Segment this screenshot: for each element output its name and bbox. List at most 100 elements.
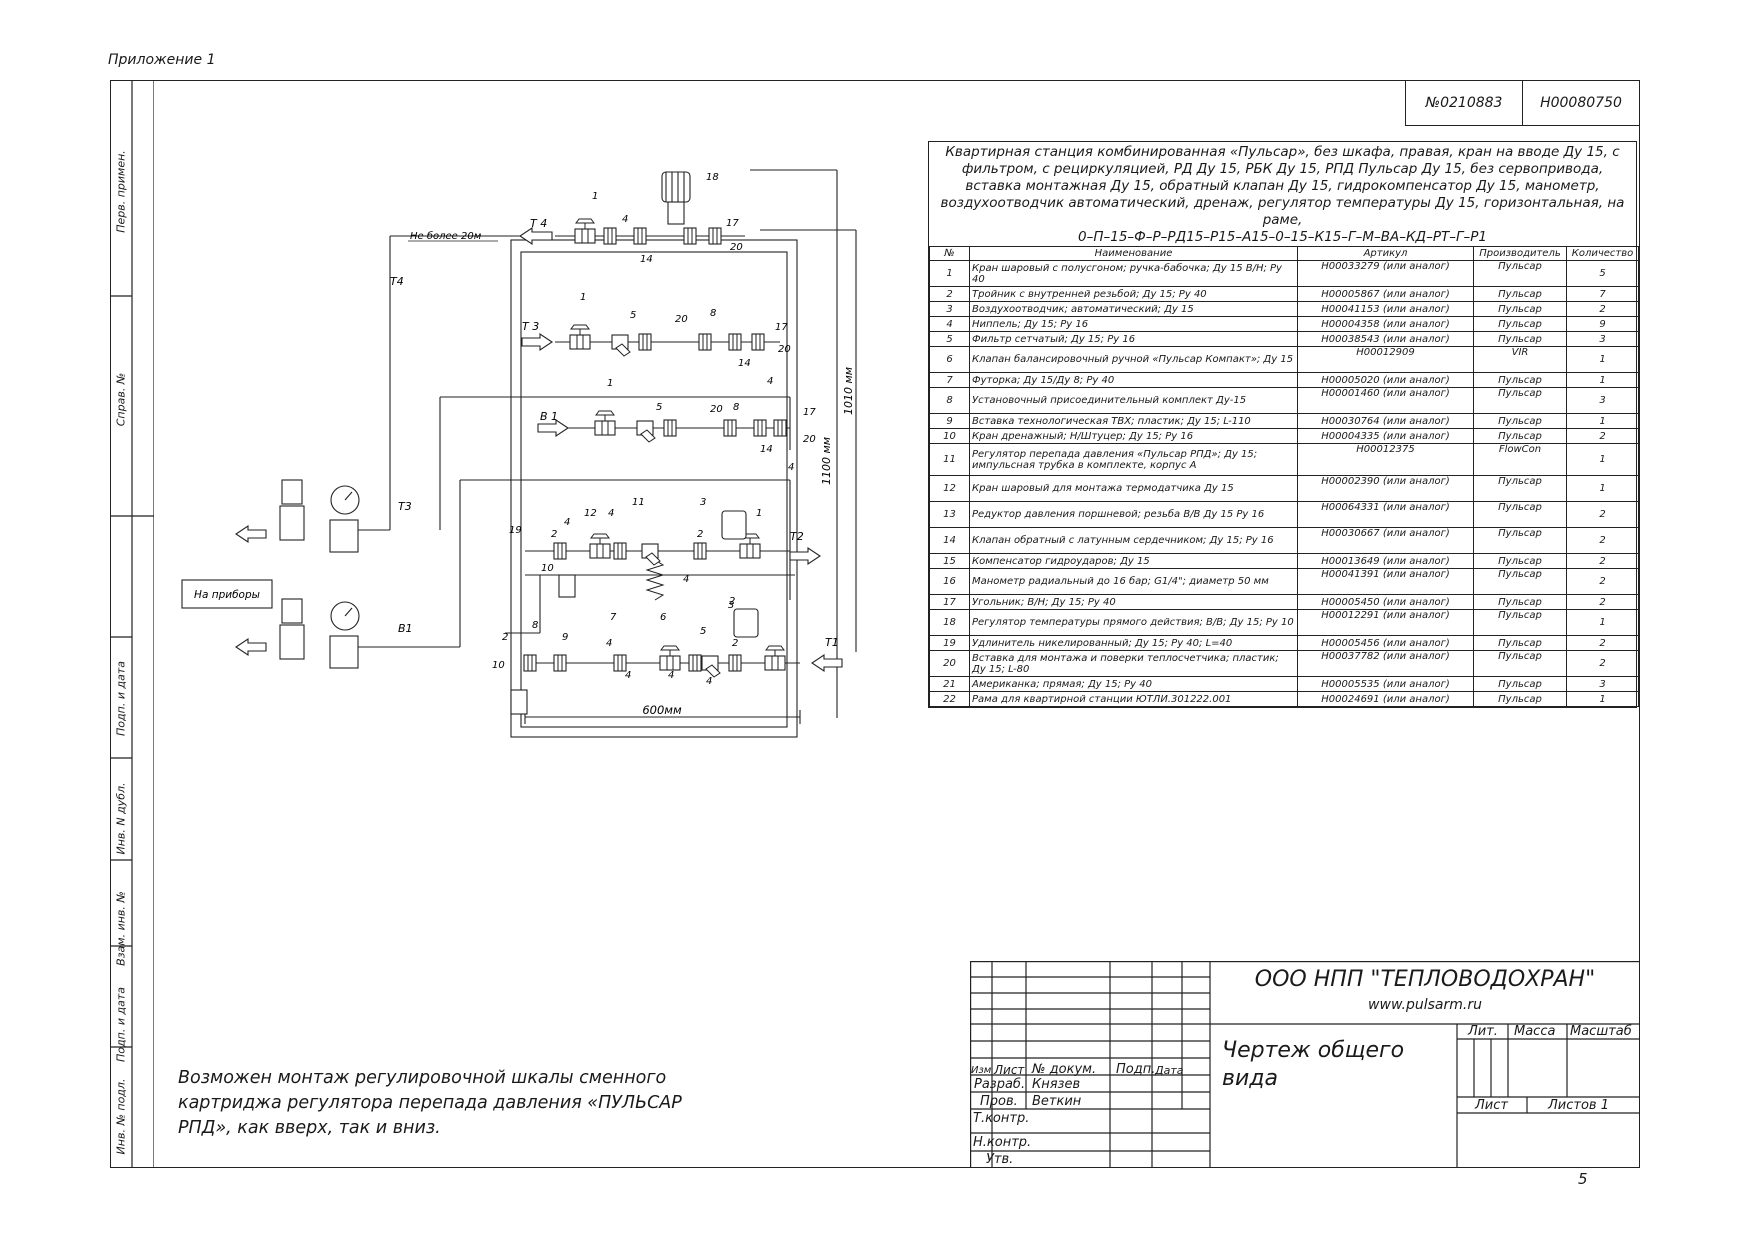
- spec-cell-no: 2: [929, 286, 970, 302]
- spec-cell-name: Рама для квартирной станции ЮТЛИ.301222.…: [969, 691, 1298, 707]
- tb-nkontr: Н.контр.: [973, 1135, 1032, 1150]
- spec-title: Квартирная станция комбинированная «Пуль…: [940, 144, 1625, 228]
- callout: 5: [656, 402, 662, 413]
- tb-podp: Подп.: [1116, 1062, 1156, 1077]
- callout: 10: [541, 563, 554, 574]
- callout: 4: [622, 214, 628, 225]
- callout: 5: [630, 310, 636, 321]
- spec-cell-no: 17: [929, 594, 970, 610]
- tb-list2: Лист: [1475, 1098, 1508, 1113]
- callout: 1: [756, 508, 762, 519]
- tb-lit: Лит.: [1468, 1024, 1498, 1039]
- tb-masshtab: Масштаб: [1570, 1024, 1632, 1039]
- label-t1: Т1: [825, 636, 839, 649]
- spec-table: № Наименование Артикул Производитель Кол…: [929, 246, 1639, 707]
- spec-cell-name: Компенсатор гидроударов; Ду 15: [969, 553, 1298, 569]
- spec-cell-quantity: 2: [1566, 568, 1639, 595]
- callout: 8: [733, 402, 739, 413]
- callout: 20: [710, 404, 723, 415]
- spec-cell-name: Американка; прямая; Ду 15; Ру 40: [969, 676, 1298, 692]
- spec-cell-article: Н00013649 (или аналог): [1297, 553, 1474, 569]
- spec-cell-name: Удлинитель никелированный; Ду 15; Ру 40;…: [969, 635, 1298, 651]
- spec-cell-article: Н00005867 (или аналог): [1297, 286, 1474, 302]
- spec-cell-no: 13: [929, 501, 970, 528]
- spec-cell-quantity: 2: [1566, 650, 1639, 677]
- callout: 11: [632, 497, 645, 508]
- spec-cell-name: Редуктор давления поршневой; резьба В/В …: [969, 501, 1298, 528]
- callout: 14: [760, 444, 773, 455]
- callout: 20: [730, 242, 743, 253]
- spec-cell-article: Н00012375: [1297, 443, 1474, 476]
- tb-data: Дата: [1155, 1064, 1184, 1077]
- spec-cell-quantity: 2: [1566, 594, 1639, 610]
- side-label-podp-data-2: Подп. и дата: [114, 987, 128, 1062]
- spec-cell-quantity: 1: [1566, 609, 1639, 636]
- company-website: www.pulsarm.ru: [1368, 997, 1482, 1013]
- spec-cell-name: Клапан обратный с латунным сердечником; …: [969, 527, 1298, 554]
- spec-cell-no: 10: [929, 428, 970, 444]
- spec-cell-no: 5: [929, 331, 970, 347]
- schematic-diagram: На приборы Не более 20м Т4 Т 4 Т3 Т 3 В1…: [181, 169, 857, 738]
- callout: 4: [683, 574, 689, 585]
- spec-cell-no: 4: [929, 316, 970, 332]
- spec-cell-manufacturer: Пульсар: [1473, 527, 1567, 554]
- spec-cell-article: Н00064331 (или аналог): [1297, 501, 1474, 528]
- spec-cell-article: Н00002390 (или аналог): [1297, 475, 1474, 502]
- label-dim-1100: 1100 мм: [820, 437, 833, 485]
- spec-cell-no: 18: [929, 609, 970, 636]
- callout: 1: [580, 292, 586, 303]
- callout: 3: [728, 600, 734, 611]
- spec-cell-article: Н00041153 (или аналог): [1297, 301, 1474, 317]
- spec-cell-manufacturer: Пульсар: [1473, 568, 1567, 595]
- callout: 4: [608, 508, 614, 519]
- spec-cell-article: Н00012291 (или аналог): [1297, 609, 1474, 636]
- spec-cell-manufacturer: Пульсар: [1473, 609, 1567, 636]
- appendix-label: Приложение 1: [108, 52, 216, 68]
- spec-cell-no: 3: [929, 301, 970, 317]
- spec-cell-no: 12: [929, 475, 970, 502]
- spec-cell-quantity: 2: [1566, 635, 1639, 651]
- spec-cell-no: 1: [929, 260, 970, 287]
- callout: 17: [803, 407, 816, 418]
- spec-cell-manufacturer: Пульсар: [1473, 650, 1567, 677]
- side-label-sprav: Справ. №: [114, 372, 128, 427]
- spec-cell-manufacturer: Пульсар: [1473, 331, 1567, 347]
- spec-header-name: Наименование: [969, 246, 1298, 261]
- drawing-title: Чертеж общего вида: [1222, 1038, 1405, 1091]
- callout: 18: [706, 172, 719, 183]
- spec-cell-no: 14: [929, 527, 970, 554]
- label-ne-bolee: Не более 20м: [410, 230, 482, 242]
- callout: 9: [562, 632, 568, 643]
- left-strip: [110, 80, 154, 1168]
- callout: 20: [778, 344, 791, 355]
- label-t4b: Т 4: [530, 217, 547, 230]
- spec-cell-article: Н00038543 (или аналог): [1297, 331, 1474, 347]
- spec-cell-manufacturer: Пульсар: [1473, 691, 1567, 707]
- spec-cell-name: Клапан балансировочный ручной «Пульсар К…: [969, 346, 1298, 373]
- callout: 10: [492, 660, 505, 671]
- code-left: №0210883: [1406, 80, 1523, 125]
- title-block: ООО НПП "ТЕПЛОВОДОХРАН" www.pulsarm.ru Ч…: [970, 961, 1640, 1168]
- spec-cell-quantity: 7: [1566, 286, 1639, 302]
- spec-code: 0–П–15–Ф–Р–РД15–Р15–А15–0–15–К15–Г–М–ВА–…: [1078, 229, 1487, 245]
- callout: 1: [607, 378, 613, 389]
- spec-cell-article: Н00004358 (или аналог): [1297, 316, 1474, 332]
- spec-cell-quantity: 5: [1566, 260, 1639, 287]
- spec-cell-name: Тройник с внутренней резьбой; Ду 15; Ру …: [969, 286, 1298, 302]
- spec-cell-no: 11: [929, 443, 970, 476]
- spec-cell-name: Воздухоотводчик; автоматический; Ду 15: [969, 301, 1298, 317]
